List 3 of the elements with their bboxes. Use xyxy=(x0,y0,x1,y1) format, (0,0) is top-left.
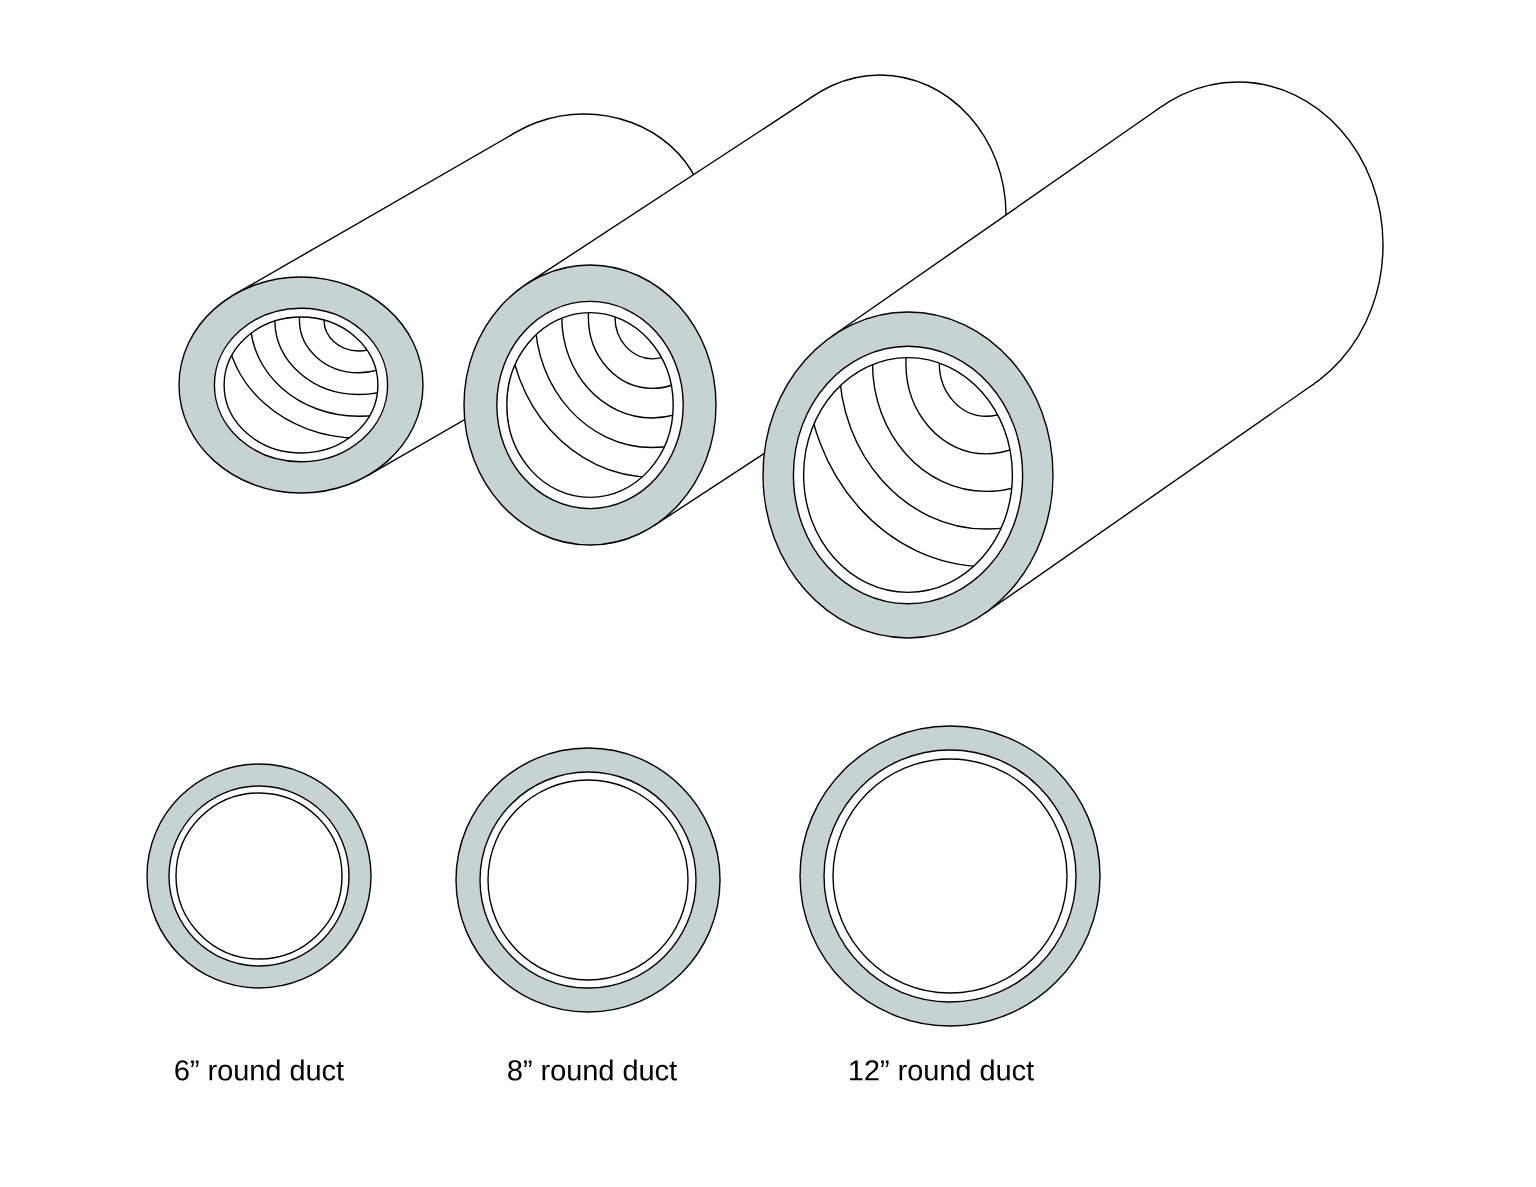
caption: 6” round duct xyxy=(175,1059,344,1081)
caption: 12” round duct xyxy=(850,1059,1034,1081)
caption: 8” round duct xyxy=(508,1059,677,1081)
